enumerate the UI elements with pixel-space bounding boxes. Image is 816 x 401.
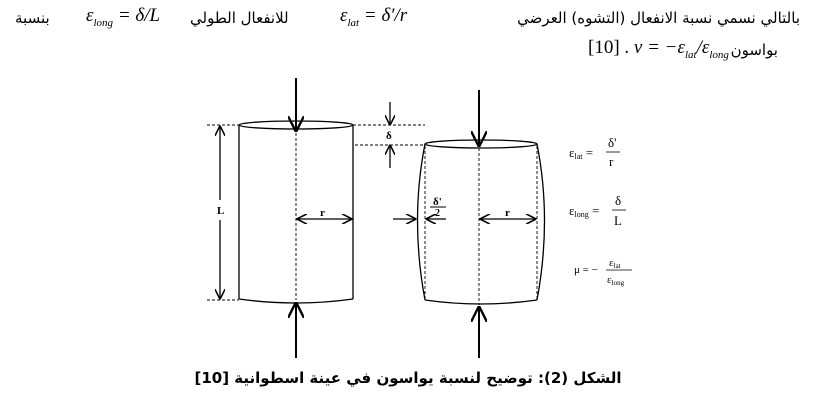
paragraph-text: للانفعال الطولي <box>190 9 289 27</box>
formula-mu-denominator: εlong <box>607 274 625 287</box>
eq-symbol: ε <box>86 5 94 26</box>
formula-long-denominator: L <box>614 213 622 228</box>
eq-sub: lat <box>347 16 360 29</box>
radius-label-right: r <box>505 207 510 219</box>
delta-label: δ <box>386 130 392 142</box>
equation-lateral-strain: εlat = δ′/r <box>340 5 407 29</box>
formula-lat-symbol: εlat = <box>569 145 593 161</box>
formula-lat-numerator: δ' <box>608 135 616 150</box>
equation-longitudinal-strain: εlong = δ/L <box>86 5 160 29</box>
figure-caption: الشكل (2): توضيح لنسبة يواسون في عينة اس… <box>194 369 622 387</box>
paragraph-text: بنسبة <box>15 9 50 27</box>
reference: [10] . <box>588 37 630 58</box>
radius-label-left: r <box>320 207 325 219</box>
formula-long-symbol: εlong = <box>569 203 599 219</box>
eq-symbol: ε <box>340 5 348 26</box>
equation-poisson-ratio: [10] . ν = −εlat/εlong <box>588 37 729 61</box>
formula-long-numerator: δ <box>615 193 621 208</box>
eq-rhs: = δ′/r <box>363 5 408 26</box>
original-cylinder <box>207 78 425 358</box>
delta-prime-denominator: 2 <box>435 208 440 219</box>
compressed-cylinder <box>393 90 546 358</box>
formula-lat-denominator: r <box>609 154 614 169</box>
paragraph-text: بالتالي نسمي نسبة الانفعال (التشوه) العر… <box>517 9 800 27</box>
eq-rhs: = δ/L <box>117 5 161 26</box>
paragraph-text: بواسون <box>730 41 778 59</box>
eq-sub: long <box>709 48 729 61</box>
formula-mu-symbol: μ = − <box>574 264 598 276</box>
eq-lhs: ν = −ε <box>633 37 685 58</box>
eq-sub: lat <box>684 48 697 61</box>
length-label: L <box>217 205 224 217</box>
delta-prime-label: δ' <box>433 196 442 208</box>
formula-mu-numerator: εlat <box>609 257 621 270</box>
eq-mid: /ε <box>696 37 710 58</box>
eq-sub: long <box>93 16 114 29</box>
